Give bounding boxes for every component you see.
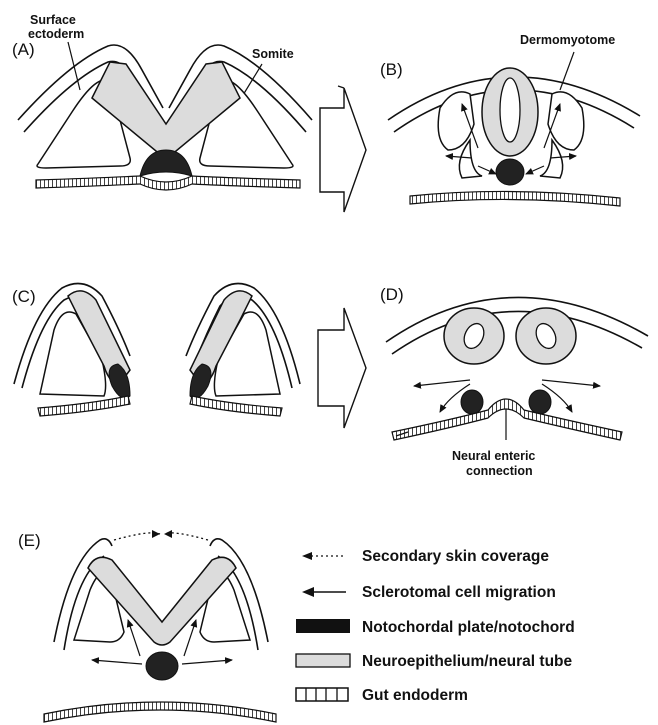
panel-d: (D) Neural enteric connection: [380, 285, 648, 478]
migration-arrow-d1: [414, 380, 470, 386]
dermomyotome-label: Dermomyotome: [520, 33, 615, 47]
neural-enteric-label-line1: Neural enteric: [452, 449, 535, 463]
transition-arrow-cd: [318, 308, 366, 428]
panel-c-letter: (C): [12, 287, 36, 306]
panel-d-letter: (D): [380, 285, 404, 304]
legend-item-sclerotomal: Sclerotomal cell migration: [302, 584, 556, 601]
notochordal-plate: [140, 150, 192, 176]
migration-arrow-d3: [542, 380, 600, 386]
panel-e: (E): [18, 530, 276, 722]
gut-endoderm-c-left: [38, 396, 130, 416]
notochord-e: [146, 652, 178, 680]
panel-a: (A) Surface ectoderm Somite: [12, 13, 312, 190]
legend-neuroepithelium-label: Neuroepithelium/neural tube: [362, 653, 573, 670]
secondary-skin-head-right: [164, 530, 172, 538]
transition-arrow-ab: [320, 88, 366, 212]
legend-neuro-swatch: [296, 654, 350, 667]
transition-arrow-ab-tip: [338, 86, 344, 88]
notochord-d-left: [461, 390, 483, 414]
gut-endoderm-e: [44, 702, 276, 722]
legend-secondary-skin-label: Secondary skin coverage: [362, 548, 549, 565]
legend-item-notochordal: Notochordal plate/notochord: [296, 619, 575, 636]
secondary-skin-head-left: [152, 530, 160, 538]
migration-arrow-e4: [182, 660, 232, 664]
panel-b-letter: (B): [380, 60, 403, 79]
surface-ectoderm-label-line1: Surface: [30, 13, 76, 27]
panel-c: (C): [12, 284, 300, 417]
neural-canal-b: [500, 78, 520, 142]
legend: Secondary skin coverage Sclerotomal cell…: [296, 548, 575, 704]
surface-ectoderm-label-line2: ectoderm: [28, 27, 84, 41]
legend-notochordal-label: Notochordal plate/notochord: [362, 619, 575, 636]
panel-e-letter: (E): [18, 531, 41, 550]
legend-item-secondary-skin: Secondary skin coverage: [302, 548, 549, 565]
gut-endoderm-d: [392, 399, 622, 440]
legend-solid-arrowhead-icon: [302, 587, 314, 597]
legend-gut-label: Gut endoderm: [362, 687, 468, 704]
panel-a-letter: (A): [12, 40, 35, 59]
somite-label: Somite: [252, 47, 294, 61]
gut-endoderm-b: [410, 191, 620, 206]
migration-arrow-e2: [92, 660, 142, 664]
legend-sclerotomal-label: Sclerotomal cell migration: [362, 584, 556, 601]
legend-dotted-arrowhead-icon: [302, 552, 312, 560]
gut-endoderm-c-right: [190, 396, 282, 416]
legend-item-neuroepithelium: Neuroepithelium/neural tube: [296, 653, 573, 670]
legend-item-gut: Gut endoderm: [296, 687, 468, 704]
migration-arrow-b6: [526, 166, 544, 174]
legend-gut-swatch: [296, 688, 348, 701]
neural-enteric-label-line2: connection: [466, 464, 533, 478]
sclerotome-left: [459, 140, 482, 178]
legend-notochord-swatch: [296, 619, 350, 633]
sclerotome-right: [540, 140, 563, 178]
migration-arrow-b3: [478, 166, 496, 174]
gut-endoderm-a: [36, 176, 300, 190]
notochord-d-right: [529, 390, 551, 414]
panel-b: (B) Dermomyotome: [380, 33, 640, 206]
notochord-b: [496, 159, 524, 185]
